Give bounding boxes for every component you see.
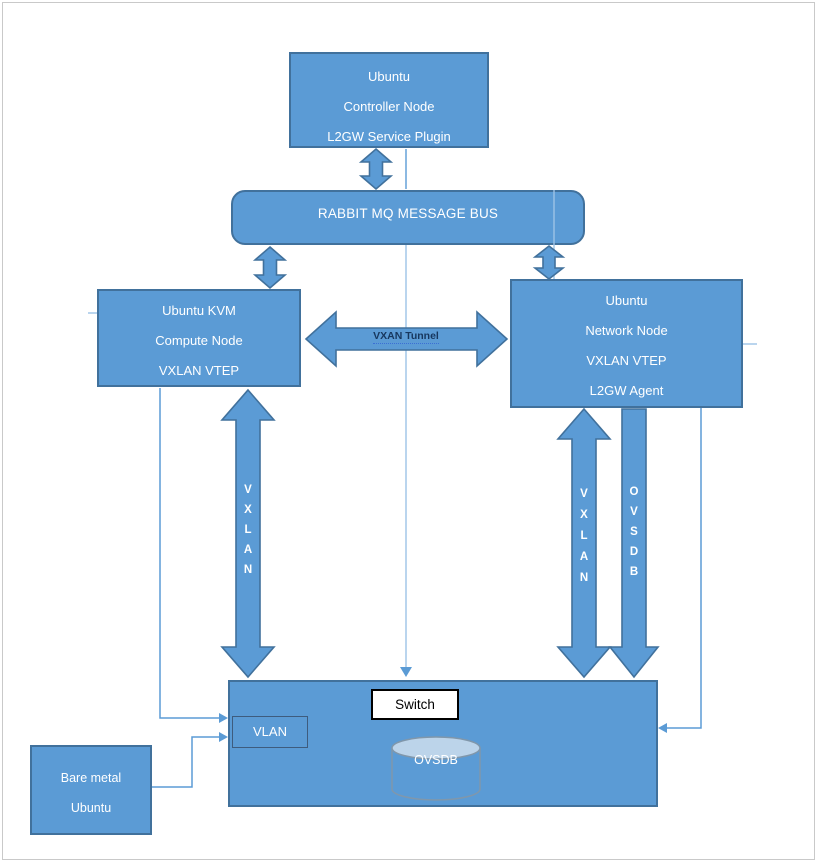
network-line: Network Node [585,323,668,338]
network-line: Ubuntu [605,293,648,308]
bare-metal-line: Bare metal [60,771,122,785]
message-bus-box: RABBIT MQ MESSAGE BUS [231,190,585,245]
controller-line: Ubuntu [368,69,410,84]
bare-metal-box: Bare metal Ubuntu [30,745,152,835]
compute-node-box: Ubuntu KVM Compute Node VXLAN VTEP [97,289,301,387]
controller-node-box: Ubuntu Controller Node L2GW Service Plug… [289,52,489,148]
switch-title: Switch [371,689,459,720]
network-line: VXLAN VTEP [586,353,667,368]
vlan-box: VLAN [232,716,308,748]
network-line: L2GW Agent [589,383,664,398]
controller-line: L2GW Service Plugin [327,129,451,144]
switch-box: Switch VLAN [228,680,658,807]
controller-line: Controller Node [343,99,435,114]
network-node-box: Ubuntu Network Node VXLAN VTEP L2GW Agen… [510,279,743,408]
compute-line: Compute Node [155,333,243,348]
compute-line: Ubuntu KVM [162,303,236,318]
message-bus-label: RABBIT MQ MESSAGE BUS [317,206,499,221]
bare-metal-line: Ubuntu [70,801,112,815]
compute-line: VXLAN VTEP [158,363,240,378]
